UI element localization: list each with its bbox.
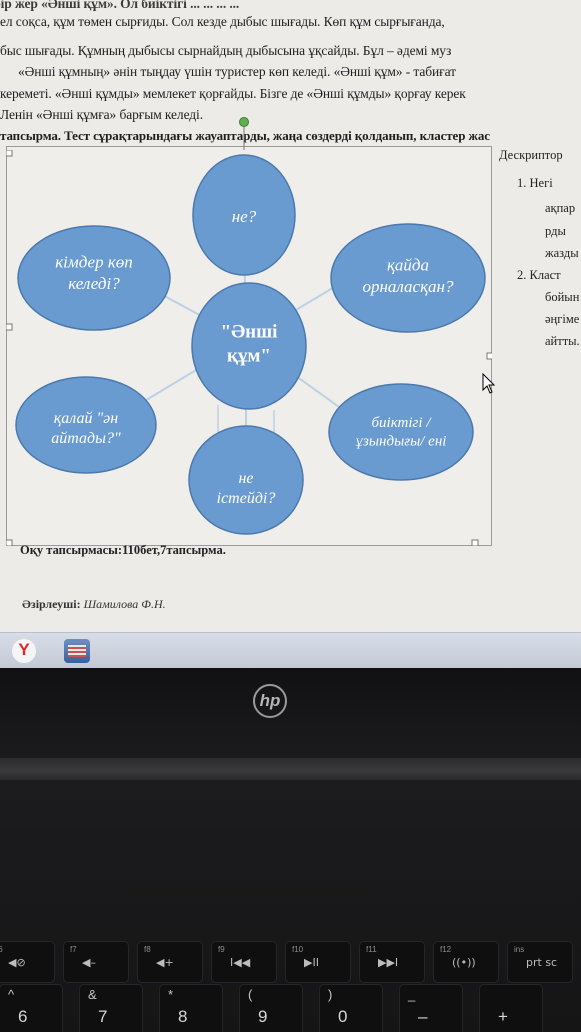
number-key[interactable]: _– [400,985,462,1032]
media-symbol-icon: ◀– [82,956,96,969]
text-line: «Әнші құмның» әнін тыңдау үшін туристер … [18,64,456,79]
descriptor-item: айтты. [545,334,580,348]
function-key-label: f8 [144,945,151,954]
function-key[interactable]: f12((•)) [434,942,498,982]
text-line: ел соқса, құм төмен сырғиды. Сол кезде д… [0,14,445,29]
document-page: бір жер «Әнші құм». Ол биіктігі ... ... … [0,0,581,632]
media-symbol-icon: ((•)) [452,956,476,969]
task-reference: Оқу тапсырмасы:110бет,7тапсырма. [20,543,226,557]
key-shift-symbol: _ [408,987,416,1002]
laptop-bezel [0,668,581,758]
number-key[interactable]: *8 [160,985,222,1032]
function-key-label: ins [514,945,525,954]
task-heading: тапсырма. Тест сұрақтарындағы жауаптарды… [0,128,490,143]
hp-logo-icon: hp [253,684,287,718]
text-line: бір жер «Әнші құм». Ол биіктігі ... ... … [0,0,240,11]
monitor-screen: бір жер «Әнші құм». Ол биіктігі ... ... … [0,0,581,690]
descriptor-header: Дескриптор [499,148,563,162]
media-symbol-icon: ▶II [304,956,319,969]
resize-handle [6,323,13,331]
function-key-label: f9 [218,945,225,954]
function-key-label: f10 [292,945,304,954]
key-shift-symbol: & [88,987,97,1002]
windows-taskbar: Y [0,632,581,668]
descriptor-item: жазды [545,246,579,260]
cluster-node-bottom-right[interactable]: биіктігі /ұзындығы/ ені [328,383,474,481]
descriptor-item: 2. Класт [517,268,561,282]
descriptor-panel: Дескриптор 1. Негі ақпар рды жазды 2. Кл… [497,146,581,546]
key-shift-symbol: ( [248,987,253,1002]
browser-letter: Y [18,640,30,659]
key-main-symbol: 0 [338,1007,348,1026]
text-line: быс шығады. Құмның дыбысы сырнайдың дыбы… [0,43,452,58]
function-key[interactable]: f11▶▶I [360,942,424,982]
key-main-symbol: + [498,1007,508,1026]
mouse-cursor-icon [482,373,496,394]
cluster-node-label: не? [232,207,257,226]
descriptor-item: бойын [545,290,580,304]
laptop-hinge [0,758,581,780]
key-shift-symbol: * [168,987,174,1002]
media-symbol-icon: ▶▶I [378,956,399,969]
key-shift-symbol: ) [328,987,333,1002]
function-key[interactable]: f7 ◀– [64,942,128,982]
cluster-node-top[interactable]: не? [192,154,296,276]
selection-handles[interactable] [6,150,492,546]
media-symbol-icon: I◀◀ [230,956,251,969]
resize-handle [6,150,13,157]
yandex-browser-icon[interactable]: Y [12,639,36,663]
number-key[interactable]: + [480,985,542,1032]
function-key-label: f11 [366,945,377,954]
function-key[interactable]: f6 ◀⊘ [0,942,54,982]
key-shift-symbol: ^ [8,987,15,1002]
media-symbol-icon: ◀⊘ [8,956,26,969]
author-label: Әзірлеуші: [22,597,81,611]
key-main-symbol: 9 [258,1007,268,1026]
app-taskbar-icon[interactable] [64,639,90,663]
descriptor-item: 1. Негі [517,176,553,190]
number-key[interactable]: ^6 [0,985,62,1032]
function-key[interactable]: f10▶II [286,942,350,982]
media-symbol-icon: ◀+ [156,956,174,969]
function-key-label: f7 [70,945,77,954]
key-main-symbol: – [418,1007,428,1026]
media-symbol-icon: prt sc [526,956,558,969]
author-line: Әзірлеуші: Шамилова Ф.Н. [22,597,166,612]
resize-handle [486,352,492,360]
text-line: кереметі. «Әнші құмды» мемлекет қорғайды… [0,86,466,101]
function-key[interactable]: f8 ◀+ [138,942,202,982]
descriptor-item: ақпар [545,201,576,215]
cluster-node-label: биіктігі /ұзындығы/ ені [356,415,447,450]
text-line: Ленін «Әнші құмға» барғым келеді. [0,107,203,122]
author-name: Шамилова Ф.Н. [83,597,166,611]
function-key-label: f6 [0,945,3,954]
number-key[interactable]: )0 [320,985,382,1032]
rotate-handle[interactable] [236,116,252,150]
descriptor-item: рды [545,224,566,238]
number-key[interactable]: &7 [80,985,142,1032]
number-key[interactable]: (9 [240,985,302,1032]
key-main-symbol: 7 [98,1007,108,1026]
descriptor-item: әңгіме [545,312,580,326]
key-main-symbol: 6 [18,1007,28,1026]
resize-handle [6,539,13,546]
key-main-symbol: 8 [178,1007,188,1026]
resize-handle [471,539,479,546]
function-key-label: f12 [440,945,452,954]
